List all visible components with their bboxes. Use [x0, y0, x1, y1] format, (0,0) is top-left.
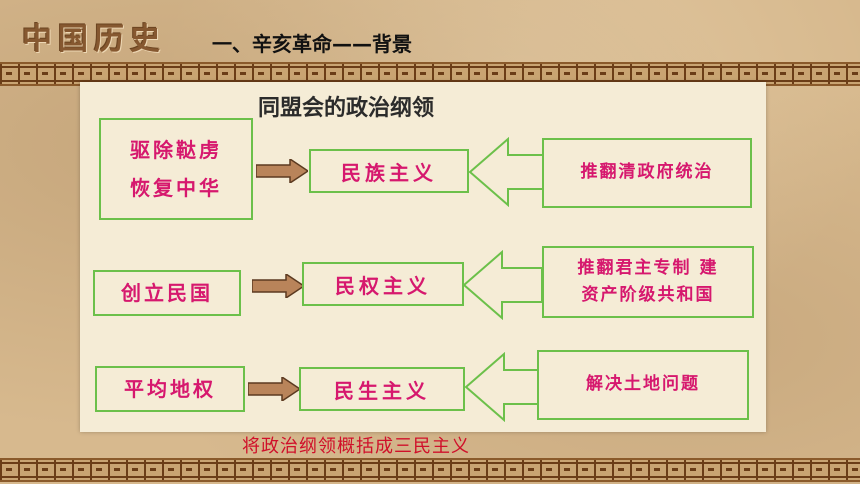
bottom-border-decoration — [0, 458, 860, 482]
row2-right-box: 推翻君主专制 建 资产阶级共和国 — [542, 246, 754, 318]
page-title: 一、辛亥革命——背景 — [212, 32, 412, 56]
row3-left-line1: 平均地权 — [124, 377, 216, 401]
row3-right-line1: 解决土地问题 — [586, 374, 700, 395]
row1-left-box: 驱除鞑虏 恢复中华 — [99, 118, 253, 220]
row1-middle-box: 民族主义 — [309, 149, 469, 193]
row2-left-arrow-icon — [462, 250, 543, 320]
row2-left-box: 创立民国 — [93, 270, 241, 316]
row3-middle-box: 民生主义 — [299, 367, 465, 411]
content-panel: 同盟会的政治纲领 驱除鞑虏 恢复中华 民族主义 推翻清政府统治 创立民国 民权主… — [80, 82, 766, 432]
footer-note: 将政治纲领概括成三民主义 — [242, 436, 470, 457]
row3-middle-label: 民生主义 — [334, 378, 430, 403]
row2-right-line2: 资产阶级共和国 — [581, 285, 715, 305]
row2-middle-box: 民权主义 — [302, 262, 464, 306]
panel-title: 同盟会的政治纲领 — [258, 96, 435, 121]
row3-left-arrow-icon — [464, 352, 545, 422]
row2-left-line1: 创立民国 — [121, 281, 213, 305]
row1-middle-label: 民族主义 — [341, 160, 437, 185]
row2-middle-label: 民权主义 — [335, 273, 431, 298]
row2-right-arrow-icon — [252, 274, 304, 298]
header: 中国历史 一、辛亥革命——背景 — [0, 0, 860, 62]
row3-right-arrow-icon — [248, 377, 300, 401]
row2-right-line1: 推翻君主专制 建 — [577, 257, 719, 278]
row1-left-arrow-icon — [468, 137, 549, 207]
row1-right-box: 推翻清政府统治 — [542, 138, 752, 208]
logo: 中国历史 — [22, 22, 166, 57]
row1-left-line2: 恢复中华 — [130, 176, 222, 200]
row3-right-box: 解决土地问题 — [537, 350, 749, 420]
row1-right-arrow-icon — [256, 159, 308, 183]
row3-left-box: 平均地权 — [95, 366, 245, 412]
row1-right-line1: 推翻清政府统治 — [580, 162, 714, 183]
row1-left-line1: 驱除鞑虏 — [130, 138, 222, 162]
